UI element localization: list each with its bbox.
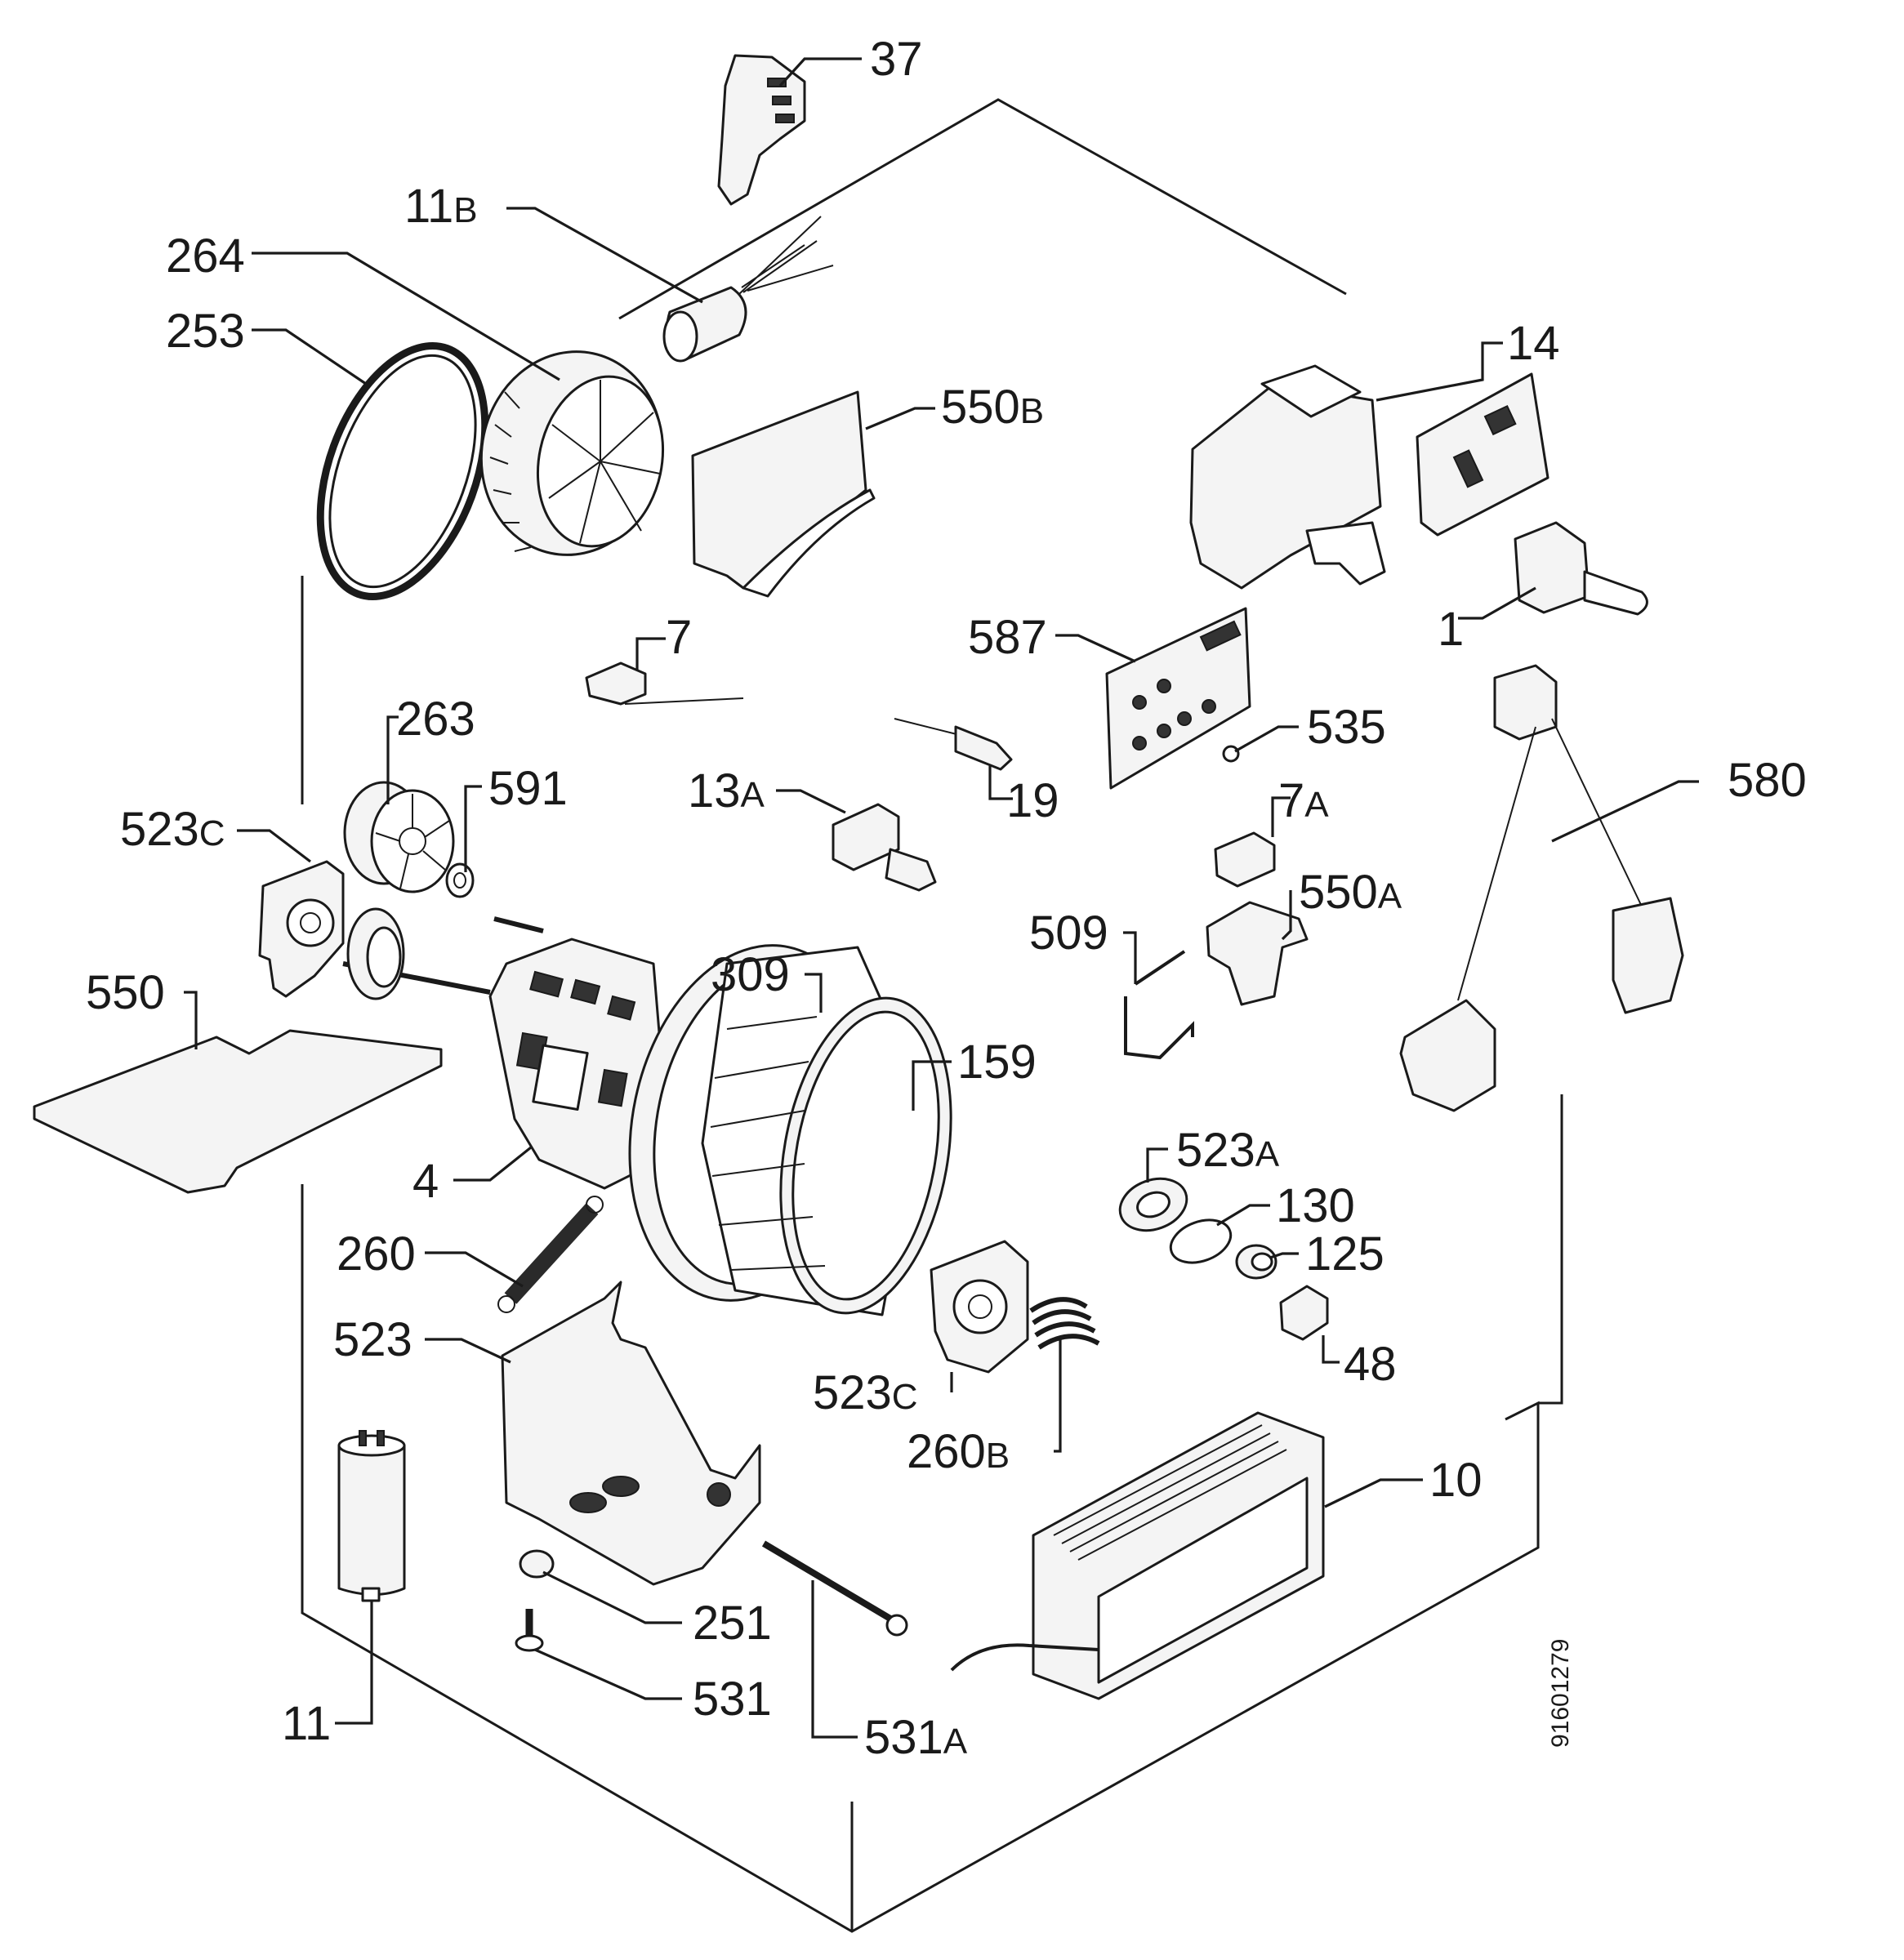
- label-263: 263: [396, 693, 475, 746]
- label-251: 251: [693, 1597, 772, 1650]
- part-labels: 37 11B 264 253 550B 14 1 587 7 263 591 5…: [86, 33, 1807, 1764]
- part-1-rotary-switch: [1514, 521, 1648, 616]
- label-523c-bottom: 523C: [813, 1366, 918, 1419]
- label-509: 509: [1029, 906, 1108, 960]
- label-550a: 550A: [1299, 866, 1402, 919]
- label-10: 10: [1429, 1454, 1483, 1507]
- label-591: 591: [488, 762, 568, 815]
- label-48: 48: [1344, 1338, 1397, 1391]
- reference-code: 91601279: [1547, 1639, 1574, 1748]
- part-531a-bolt: [761, 1540, 908, 1637]
- part-125-bearing: [1235, 1244, 1278, 1280]
- part-159-drum-fan: [701, 946, 952, 1316]
- part-11b-capacitor: [662, 216, 834, 363]
- part-130-washer: [1169, 1218, 1233, 1264]
- label-580: 580: [1728, 754, 1807, 807]
- part-19-sensor: [894, 718, 1013, 771]
- label-13a: 13A: [688, 764, 765, 817]
- part-523-motor-cradle: [501, 1281, 761, 1586]
- label-1: 1: [1438, 603, 1464, 656]
- label-523a: 523A: [1176, 1124, 1280, 1177]
- label-587: 587: [968, 611, 1047, 664]
- part-587-circuit-board: [1105, 607, 1251, 790]
- part-253-belt: [316, 342, 489, 600]
- part-531-screw: [515, 1609, 544, 1652]
- label-37: 37: [870, 33, 923, 86]
- label-14: 14: [1507, 317, 1560, 370]
- part-7a-switch: [1214, 831, 1276, 888]
- label-535: 535: [1307, 701, 1386, 754]
- label-253: 253: [166, 305, 245, 358]
- label-11: 11: [282, 1697, 331, 1750]
- label-125: 125: [1305, 1227, 1385, 1281]
- part-10-heater: [950, 1411, 1325, 1700]
- part-523c-bracket-bottom: [930, 1240, 1029, 1374]
- part-550a-bracket: [1206, 901, 1309, 1006]
- label-550: 550: [86, 966, 165, 1019]
- housing-outline: [301, 98, 1563, 1933]
- leader-lines: [184, 57, 1699, 1739]
- part-550-insulation-plate: [33, 1029, 443, 1194]
- label-309: 309: [711, 948, 790, 1001]
- part-264-fan-impeller: [479, 350, 665, 556]
- label-4: 4: [412, 1155, 439, 1208]
- label-550b: 550B: [941, 381, 1044, 434]
- label-19: 19: [1006, 774, 1059, 827]
- label-7a: 7A: [1278, 774, 1329, 827]
- part-263-pulley: [343, 781, 455, 893]
- part-523a-bearing-plate: [1118, 1177, 1188, 1232]
- label-523c-top: 523C: [120, 803, 225, 856]
- part-37-connector: [717, 54, 806, 206]
- part-4-motor: [342, 907, 663, 1190]
- label-531: 531: [693, 1673, 772, 1726]
- part-523c-bracket-top: [258, 860, 345, 998]
- label-11b: 11B: [404, 180, 478, 233]
- label-7: 7: [666, 611, 692, 664]
- part-48-bushing: [1279, 1285, 1329, 1341]
- part-509-spring-wire: [1124, 950, 1194, 1060]
- label-523: 523: [333, 1313, 412, 1366]
- part-591-washer: [445, 862, 475, 898]
- part-13a-connector: [832, 803, 937, 892]
- label-531a: 531A: [864, 1711, 968, 1764]
- label-260: 260: [337, 1227, 416, 1281]
- label-159: 159: [957, 1036, 1037, 1089]
- part-535-clip: [1222, 745, 1240, 763]
- part-14-control-box: [1189, 364, 1550, 590]
- part-550b-duct-plate: [691, 390, 876, 598]
- part-580-wiring-harness: [1399, 664, 1684, 1112]
- part-251-grommet: [519, 1549, 555, 1579]
- label-130: 130: [1276, 1179, 1355, 1232]
- part-7-microswitch: [585, 662, 744, 706]
- label-260b: 260B: [907, 1425, 1010, 1478]
- label-264: 264: [166, 229, 245, 283]
- part-260-spring: [497, 1196, 604, 1313]
- part-260b-spring: [1029, 1297, 1100, 1350]
- part-11-capacitor: [337, 1430, 406, 1602]
